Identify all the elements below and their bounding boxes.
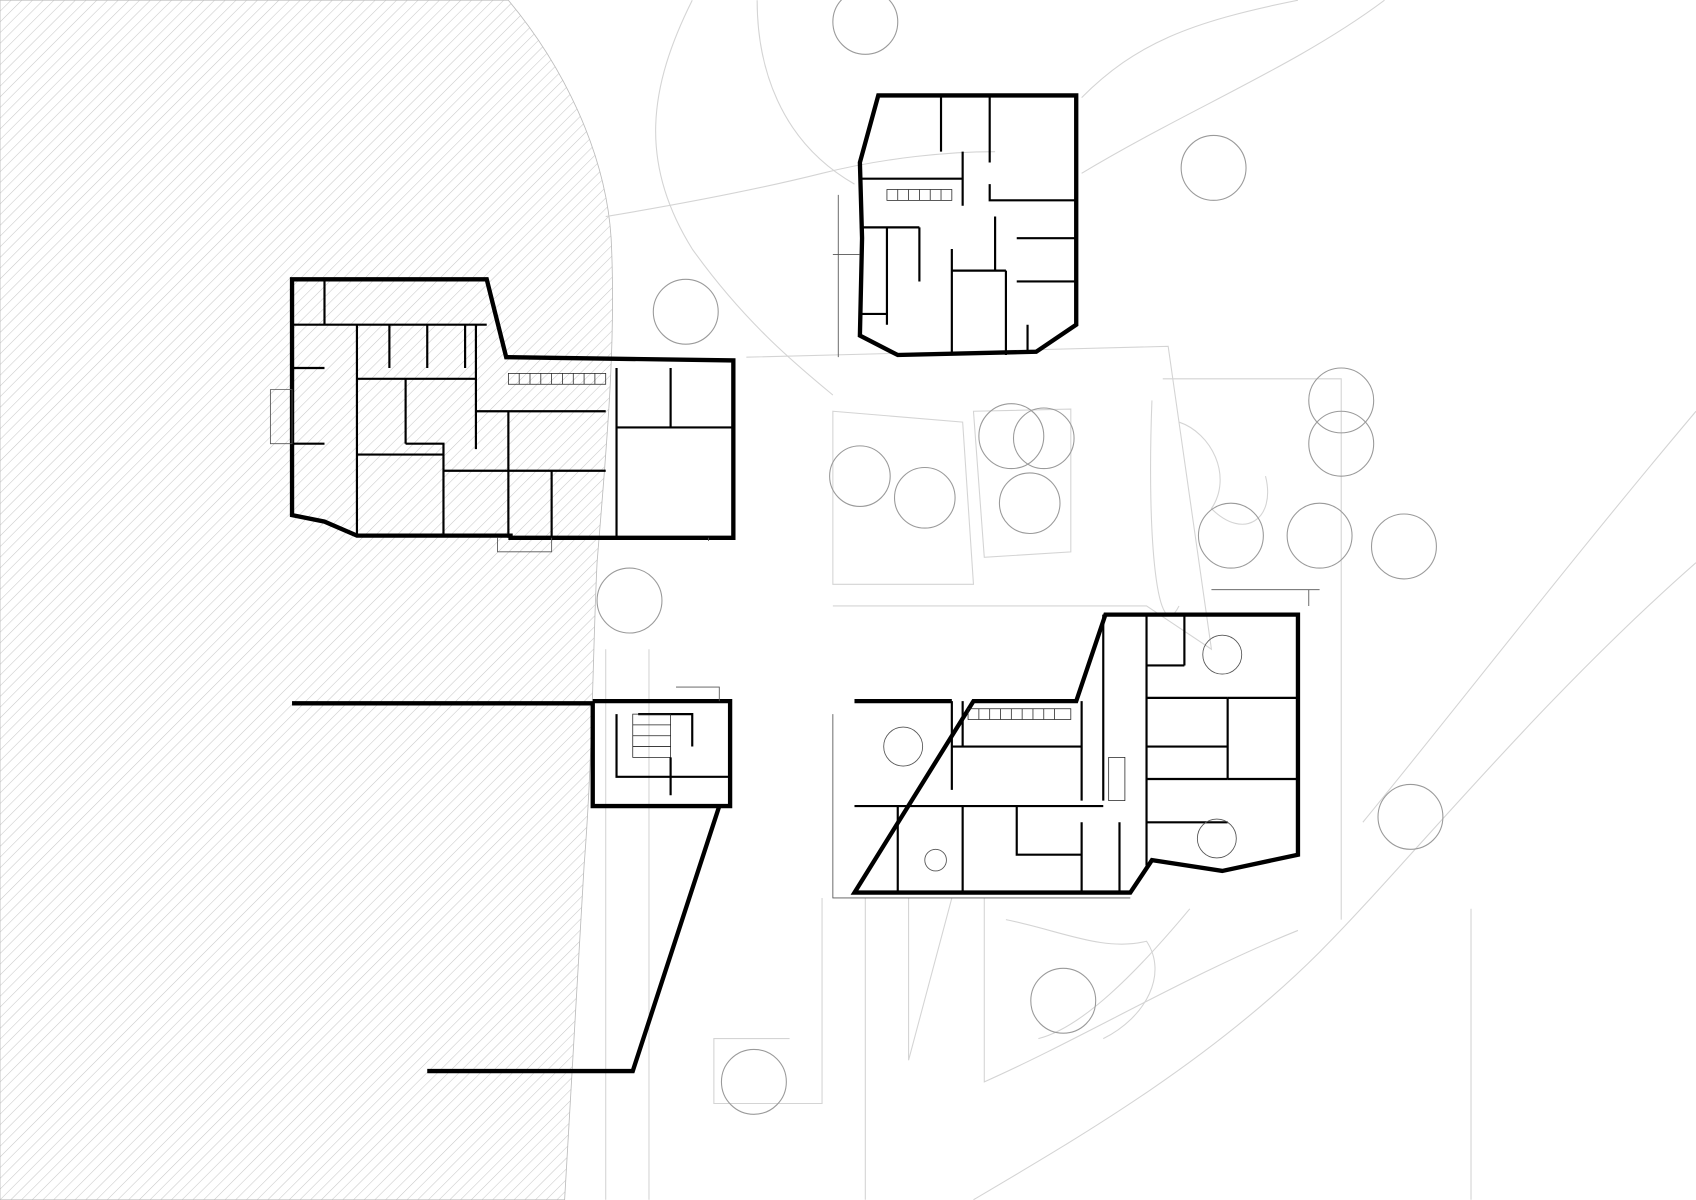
tree [720, 1048, 787, 1115]
site-lines [605, 0, 1696, 1200]
tree [1377, 783, 1444, 850]
tree [1308, 367, 1375, 434]
building-northwest [269, 277, 736, 553]
building-southwest-existing [292, 686, 733, 1074]
tree [1286, 502, 1353, 569]
tree [1197, 502, 1264, 569]
trees [596, 0, 1444, 1115]
tree [1030, 967, 1097, 1034]
tree [829, 445, 891, 507]
tree [832, 0, 899, 55]
tree [1180, 134, 1247, 201]
tree [998, 472, 1061, 535]
tree [1308, 410, 1375, 477]
tree [893, 466, 956, 529]
tree [1370, 513, 1437, 580]
building-northeast [832, 93, 1079, 358]
building-southeast [832, 589, 1320, 899]
tree [978, 403, 1045, 470]
tree [652, 278, 719, 345]
tree [596, 567, 663, 634]
tree [1012, 407, 1075, 470]
hatched-terrain [0, 0, 613, 1200]
